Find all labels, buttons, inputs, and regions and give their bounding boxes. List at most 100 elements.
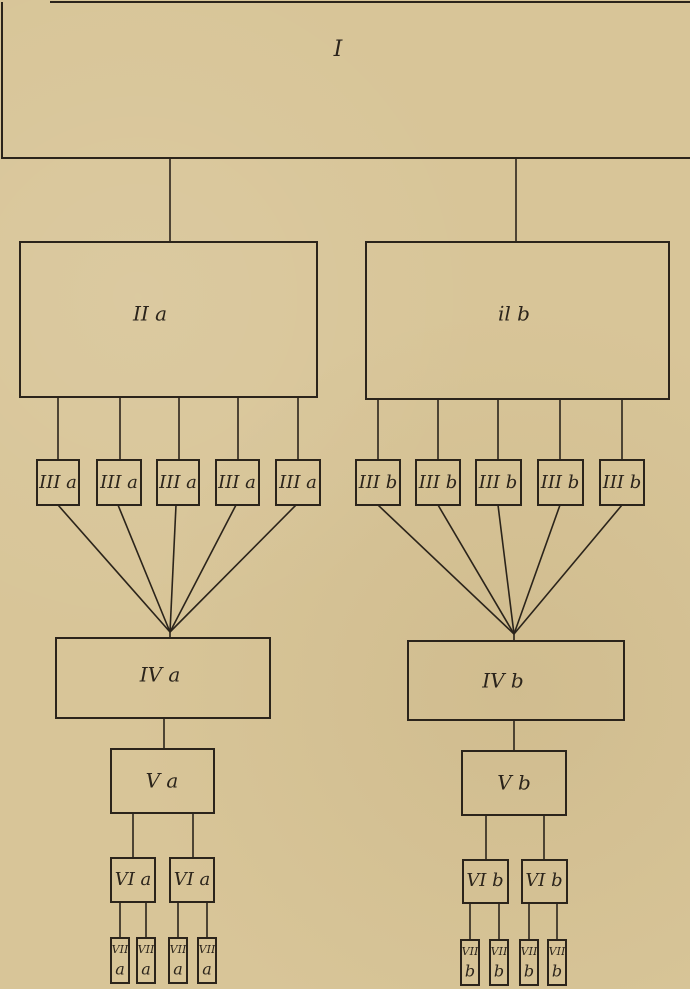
node-viib-1: VII b [460,939,480,986]
node-viia-4-box [197,937,217,984]
node-viia-4-numeral: VII [199,943,216,956]
node-viia-3: VII a [168,937,188,984]
node-viia-1: VII a [110,937,130,984]
node-via-1-box [110,857,156,903]
node-vib-1-label: VI b [466,870,503,891]
node-viia-1-numeral: VII [112,943,129,956]
node-via-2-box [169,857,215,903]
node-viib-4-letter: b [552,962,562,981]
node-viib-4: VII b [547,939,567,986]
node-viib-4-numeral: VII [549,945,566,958]
connector-iiib-ivb-5 [513,504,623,635]
node-iva-label: IV a [139,663,181,687]
connector-iiib-ivb-4 [513,504,561,635]
node-viib-2-numeral: VII [491,945,508,958]
node-vib-1-box [462,859,509,904]
node-viia-2: VII a [136,937,156,984]
node-vib-1: VI b [462,859,509,904]
node-iib: il b [365,241,670,400]
node-viib-1-numeral: VII [462,945,479,958]
connector-iiib-ivb-3 [497,504,515,635]
node-iiib-3-box [475,459,522,506]
node-iiib-2-label: III b [418,472,458,493]
connector-iiia-iva-3 [169,504,177,633]
node-viia-2-box [136,937,156,984]
node-viia-4: VII a [197,937,217,984]
node-viib-4-box [547,939,567,986]
node-viib-3: VII b [519,939,539,986]
node-viia-1-box [110,937,130,984]
node-viia-2-letter: a [141,960,151,979]
node-iiia-2-box [96,459,142,506]
node-iiib-4-box [537,459,584,506]
node-iiib-1-box [355,459,401,506]
connector-iiia-iva-4 [169,504,237,633]
connector-iiia-iva-1 [57,504,171,633]
node-viib-3-box [519,939,539,986]
node-iiia-4-label: III a [217,472,256,493]
node-vb: V b [461,750,567,816]
node-viib-3-letter: b [524,962,534,981]
node-viib-3-numeral: VII [521,945,538,958]
node-iia: II a [19,241,318,398]
node-iiib-3-label: III b [478,472,518,493]
node-va: V a [110,748,215,814]
node-iva: IV a [55,637,271,719]
node-iiia-3: III a [156,459,200,506]
node-iiia-1-label: III a [38,472,77,493]
node-vb-box [461,750,567,816]
connector-iiia-iva-5 [169,504,297,633]
node-ivb-box [407,640,625,721]
node-via-1: VI a [110,857,156,903]
node-iiib-5-label: III b [602,472,642,493]
node-i: I [1,1,690,159]
node-viia-3-letter: a [173,960,183,979]
node-iiia-5-box [275,459,321,506]
node-via-1-label: VI a [115,869,152,890]
node-iib-box [365,241,670,400]
node-viia-3-numeral: VII [170,943,187,956]
node-iiia-3-label: III a [158,472,197,493]
node-i-frame [1,2,690,159]
node-iiib-2-box [415,459,461,506]
node-via-2: VI a [169,857,215,903]
node-viia-4-letter: a [202,960,212,979]
node-via-2-label: VI a [174,869,211,890]
node-iiib-5-box [599,459,645,506]
node-ivb: IV b [407,640,625,721]
node-iiia-1-box [36,459,80,506]
node-i-label: I [333,37,344,62]
node-viib-2-letter: b [494,962,504,981]
node-iiia-3-box [156,459,200,506]
node-vib-2-box [521,859,568,904]
node-viib-1-box [460,939,480,986]
node-ivb-label: IV b [481,669,524,693]
node-viib-2-box [489,939,509,986]
node-iia-box [19,241,318,398]
node-iiia-2: III a [96,459,142,506]
node-vib-2-label: VI b [525,870,562,891]
node-iiib-4-label: III b [540,472,580,493]
connector-iiib-ivb-1 [377,504,515,635]
node-iiib-2: III b [415,459,461,506]
node-iiib-3: III b [475,459,522,506]
node-viia-2-numeral: VII [138,943,155,956]
node-iiib-1-label: III b [358,472,398,493]
node-iiib-1: III b [355,459,401,506]
node-viia-3-box [168,937,188,984]
node-iiia-2-label: III a [99,472,138,493]
node-iiia-4: III a [215,459,260,506]
connector-iiib-ivb-2 [437,504,515,635]
node-iiia-5-label: III a [278,472,317,493]
node-iiib-5: III b [599,459,645,506]
node-iib-label: il b [498,302,530,326]
node-viib-1-letter: b [465,962,475,981]
node-iiia-1: III a [36,459,80,506]
node-iva-box [55,637,271,719]
node-va-label: V a [146,769,179,793]
node-viib-2: VII b [489,939,509,986]
connectors [57,158,623,940]
node-iia-label: II a [132,302,167,326]
